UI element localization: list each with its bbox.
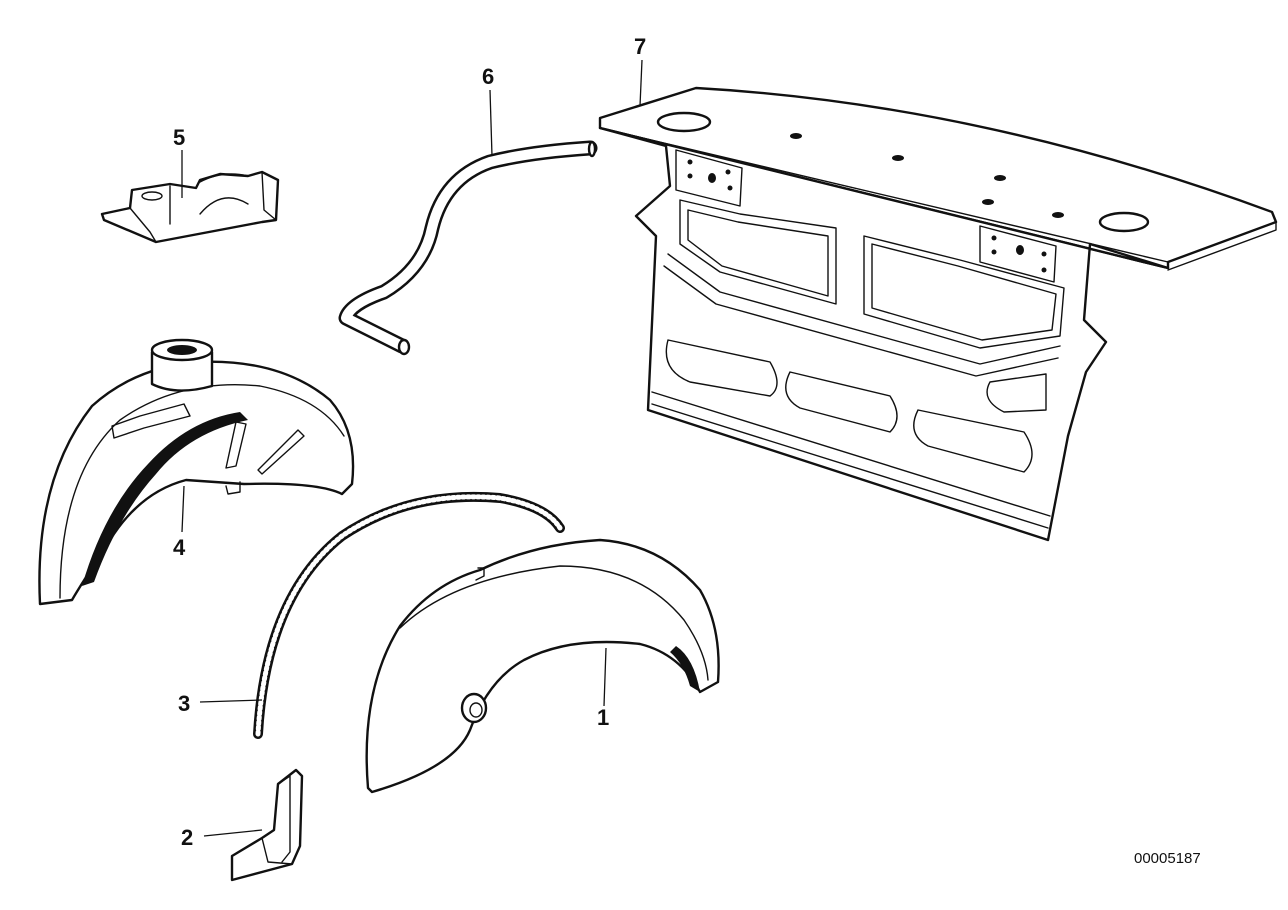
callout-3: 3 xyxy=(178,691,190,716)
part-4-wheel-arch-left[interactable] xyxy=(38,338,355,606)
callout-labels: 1 2 3 4 5 6 7 00005187 xyxy=(173,34,1201,867)
callout-5: 5 xyxy=(173,125,185,150)
leader-lines xyxy=(181,59,643,837)
callout-7: 7 xyxy=(634,34,646,59)
callout-1: 1 xyxy=(597,705,609,730)
part-6-hose[interactable] xyxy=(338,140,598,356)
part-2-corner-bracket[interactable] xyxy=(230,768,304,882)
part-3-seal[interactable] xyxy=(253,491,565,739)
part-7-rear-panel[interactable] xyxy=(598,86,1278,542)
callout-6: 6 xyxy=(482,64,494,89)
callout-2: 2 xyxy=(181,825,193,850)
part-1-wheel-arch-right[interactable] xyxy=(365,538,720,794)
callout-4: 4 xyxy=(173,535,186,560)
part-number-label: 00005187 xyxy=(1134,850,1201,867)
part-5-bracket[interactable] xyxy=(100,170,280,244)
